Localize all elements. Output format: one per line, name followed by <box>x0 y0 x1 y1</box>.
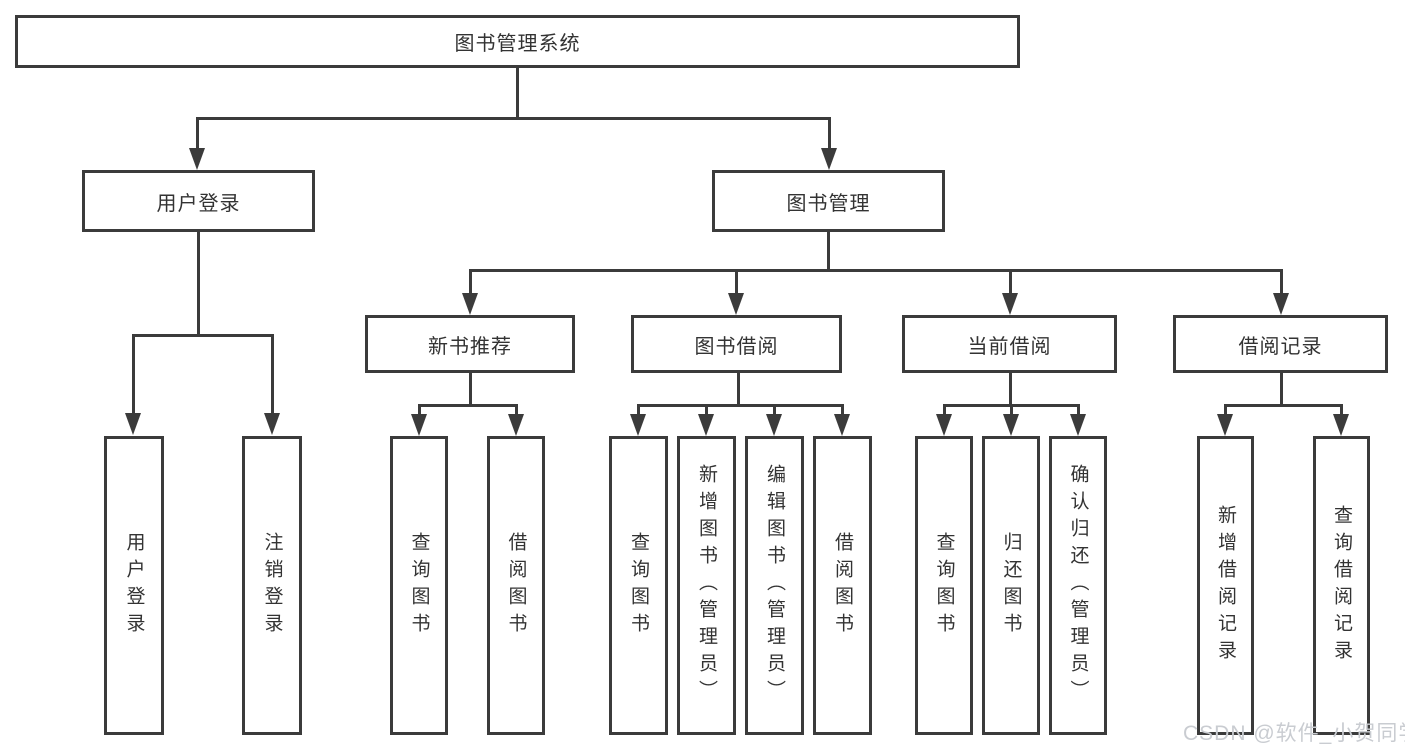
leaf-query-borrow-record-label: 查询借阅记录 <box>1331 504 1352 667</box>
arrow-down-icon <box>1333 414 1349 436</box>
leaf-edit-book-admin-label: 编辑图书（管理员） <box>764 464 785 707</box>
leaf-confirm-return-admin-label: 确认归还（管理员） <box>1067 464 1089 707</box>
node-root-library-system: 图书管理系统 <box>15 15 1020 68</box>
leaf-query-books-newrec: 查询图书 <box>390 436 448 735</box>
node-user-login-label: 用户登录 <box>156 192 241 215</box>
node-book-borrowing-label: 图书借阅 <box>694 335 779 358</box>
arrow-down-icon <box>411 414 427 436</box>
csdn-watermark: CSDN @软件_小贺同学 <box>1183 722 1405 745</box>
arrow-down-icon <box>189 148 205 170</box>
arrow-down-icon <box>1273 293 1289 315</box>
arrow-down-icon <box>834 414 850 436</box>
leaf-user-login: 用户登录 <box>104 436 164 735</box>
connector-bookborrow-leaf4 <box>841 404 844 416</box>
leaf-query-books-borrow-label: 查询图书 <box>628 531 649 640</box>
connector-currentborrow-leaf2 <box>1010 404 1013 416</box>
connector-userlogin-leaf2 <box>271 334 274 415</box>
connector-root-to-userlogin <box>196 117 199 150</box>
arrow-down-icon <box>766 414 782 436</box>
leaf-borrow-books-newrec-label: 借阅图书 <box>505 531 527 640</box>
connector-borrowrecords-stem <box>1280 373 1283 407</box>
node-book-management-label: 图书管理 <box>786 192 871 215</box>
connector-userlogin-stem <box>197 232 200 337</box>
connector-newbookrec-leaf1 <box>418 404 421 416</box>
connector-borrowrecords-leaf1 <box>1224 404 1227 416</box>
leaf-add-book-admin-label: 新增图书（管理员） <box>696 464 717 707</box>
leaf-borrow-books-borrow-label: 借阅图书 <box>832 531 853 640</box>
leaf-add-borrow-record: 新增借阅记录 <box>1197 436 1254 735</box>
connector-to-currentborrow <box>1009 269 1012 295</box>
connector-newbookrec-stem <box>469 373 472 407</box>
leaf-user-login-label: 用户登录 <box>123 531 145 640</box>
connector-bookmgmt-hbar <box>469 269 1282 272</box>
connector-bookborrow-leaf3 <box>773 404 776 416</box>
leaf-return-book-label: 归还图书 <box>1000 531 1022 640</box>
node-borrowing-records-label: 借阅记录 <box>1238 335 1323 358</box>
arrow-down-icon <box>936 414 952 436</box>
leaf-logout-login: 注销登录 <box>242 436 302 735</box>
connector-currentborrow-leaf3 <box>1077 404 1080 416</box>
connector-to-newbookrec <box>469 269 472 295</box>
connector-borrowrecords-hbar <box>1224 404 1343 407</box>
arrow-down-icon <box>630 414 646 436</box>
leaf-query-books-current-label: 查询图书 <box>933 531 955 640</box>
connector-userlogin-leaf1 <box>132 334 135 415</box>
connector-to-borrowrecords <box>1280 269 1283 295</box>
connector-newbookrec-leaf2 <box>515 404 518 416</box>
connector-newbookrec-hbar <box>418 404 518 407</box>
leaf-query-books-newrec-label: 查询图书 <box>408 531 430 640</box>
connector-bookborrow-leaf2 <box>705 404 708 416</box>
leaf-borrow-books-borrow: 借阅图书 <box>813 436 872 735</box>
leaf-edit-book-admin: 编辑图书（管理员） <box>745 436 804 735</box>
node-root-label: 图书管理系统 <box>454 33 581 55</box>
node-new-book-recommend-label: 新书推荐 <box>428 335 512 358</box>
connector-root-hbar <box>196 117 831 120</box>
arrow-down-icon <box>462 293 478 315</box>
leaf-add-borrow-record-label: 新增借阅记录 <box>1215 504 1236 667</box>
connector-bookborrow-hbar <box>637 404 844 407</box>
leaf-borrow-books-newrec: 借阅图书 <box>487 436 545 735</box>
arrow-down-icon <box>1002 293 1018 315</box>
node-current-borrowing: 当前借阅 <box>902 315 1117 373</box>
connector-bookborrow-stem <box>737 373 740 407</box>
node-new-book-recommend: 新书推荐 <box>365 315 575 373</box>
leaf-add-book-admin: 新增图书（管理员） <box>677 436 736 735</box>
connector-currentborrow-stem <box>1009 373 1012 407</box>
arrow-down-icon <box>1217 414 1233 436</box>
arrow-down-icon <box>264 413 280 435</box>
node-book-management: 图书管理 <box>712 170 945 232</box>
leaf-query-borrow-record: 查询借阅记录 <box>1313 436 1370 735</box>
arrow-down-icon <box>508 414 524 436</box>
arrow-down-icon <box>821 148 837 170</box>
leaf-query-books-current: 查询图书 <box>915 436 973 735</box>
leaf-confirm-return-admin: 确认归还（管理员） <box>1049 436 1107 735</box>
connector-root-stem <box>516 68 519 120</box>
leaf-return-book: 归还图书 <box>982 436 1040 735</box>
connector-to-bookborrow <box>735 269 738 295</box>
leaf-query-books-borrow: 查询图书 <box>609 436 668 735</box>
leaf-logout-login-label: 注销登录 <box>261 531 283 640</box>
node-user-login: 用户登录 <box>82 170 315 232</box>
arrow-down-icon <box>125 413 141 435</box>
arrow-down-icon <box>1003 414 1019 436</box>
connector-currentborrow-leaf1 <box>943 404 946 416</box>
connector-root-to-bookmgmt <box>828 117 831 150</box>
connector-borrowrecords-leaf2 <box>1340 404 1343 416</box>
arrow-down-icon <box>728 293 744 315</box>
connector-bookmgmt-stem <box>827 232 830 272</box>
node-current-borrowing-label: 当前借阅 <box>967 335 1052 358</box>
node-book-borrowing: 图书借阅 <box>631 315 842 373</box>
node-borrowing-records: 借阅记录 <box>1173 315 1388 373</box>
arrow-down-icon <box>1070 414 1086 436</box>
connector-userlogin-hbar <box>132 334 274 337</box>
arrow-down-icon <box>698 414 714 436</box>
connector-bookborrow-leaf1 <box>637 404 640 416</box>
